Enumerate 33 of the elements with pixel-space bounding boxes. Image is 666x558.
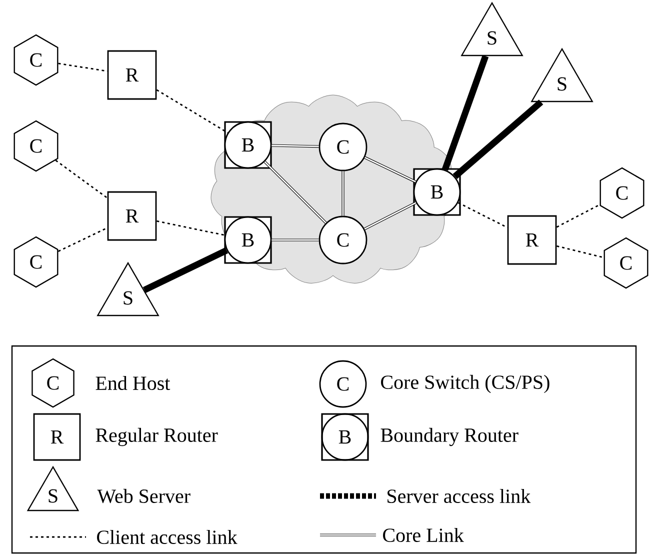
legend-text: Core Link xyxy=(383,528,464,542)
end-host-hexagon: C xyxy=(14,236,58,288)
core-link xyxy=(264,160,327,224)
server-access-link xyxy=(452,100,544,179)
client-access-link xyxy=(556,204,600,228)
client-access-link xyxy=(156,220,225,236)
legend-text: Boundary Router xyxy=(380,428,518,446)
regular-router-box: R xyxy=(107,50,157,100)
server-access-link xyxy=(442,55,489,171)
core-link xyxy=(272,238,319,242)
core-link xyxy=(272,144,319,148)
legend-text: Core Switch (CS/PS) xyxy=(381,374,550,394)
end-host-hexagon: C xyxy=(604,237,648,289)
legend-text: Client access link xyxy=(97,530,238,544)
client-access-link xyxy=(156,89,228,134)
legend-text: Regular Router xyxy=(96,428,218,446)
core-link xyxy=(364,202,416,230)
legend-text: End Host xyxy=(96,376,170,390)
end-host-hexagon: C xyxy=(14,120,58,172)
client-access-link xyxy=(556,245,604,258)
legend-text: Web Server xyxy=(97,488,190,504)
end-host-hexagon: C xyxy=(14,34,58,86)
server-access-link xyxy=(142,247,228,294)
regular-router-box: R xyxy=(507,215,557,265)
client-access-link xyxy=(458,202,508,228)
core-link xyxy=(342,171,344,216)
core-link xyxy=(364,156,416,183)
regular-router-box: R xyxy=(107,191,157,241)
client-access-link xyxy=(58,62,108,72)
client-access-link xyxy=(58,227,108,252)
client-access-link xyxy=(55,160,108,199)
end-host-hexagon: C xyxy=(600,167,644,219)
legend-text: Server access link xyxy=(388,488,531,504)
